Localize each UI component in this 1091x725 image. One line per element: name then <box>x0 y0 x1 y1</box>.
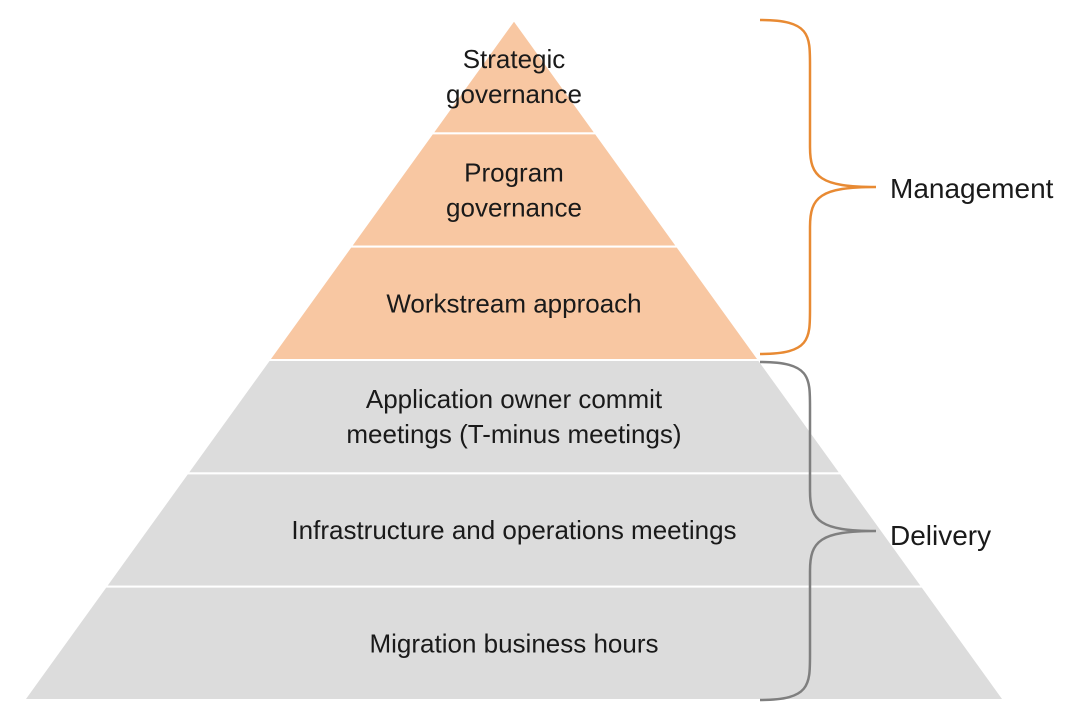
pyramid-tier-2: Program governance <box>348 132 680 248</box>
tier-label-line: Application owner commit <box>366 384 663 414</box>
tier-label-line: Program <box>464 158 564 188</box>
delivery-group-label: Delivery <box>890 520 991 551</box>
tier-label-line: governance <box>446 193 582 223</box>
tier-label-line: Strategic <box>463 44 566 74</box>
group-labels: Management Delivery <box>890 173 1054 551</box>
tier-label-line: Workstream approach <box>386 288 641 318</box>
tier-shape <box>348 132 680 248</box>
tier-label-line: governance <box>446 79 582 109</box>
tier-shape <box>185 359 843 475</box>
tier-label-line: meetings (T-minus meetings) <box>346 419 681 449</box>
pyramid-tiers: StrategicgovernanceProgramgovernanceWork… <box>22 18 1006 701</box>
pyramid-tier-5: Infrastructure and operations meetings <box>103 472 925 588</box>
pyramid-tier-6: Migration business hours <box>22 585 1006 701</box>
management-group-label: Management <box>890 173 1054 204</box>
pyramid-tier-1: Strategic governance <box>430 18 598 135</box>
tier-label-line: Migration business hours <box>369 628 658 658</box>
tier-shape <box>430 18 598 135</box>
delivery-brace <box>759 360 877 702</box>
pyramid-tier-3: Workstream approach <box>267 245 761 361</box>
tier-shape <box>22 585 1006 701</box>
group-braces <box>759 18 877 702</box>
tier-label-line: Infrastructure and operations meetings <box>291 515 736 545</box>
pyramid-tier-4: Application owner commit meetings (T-minu… <box>185 359 843 475</box>
management-brace <box>759 18 877 356</box>
